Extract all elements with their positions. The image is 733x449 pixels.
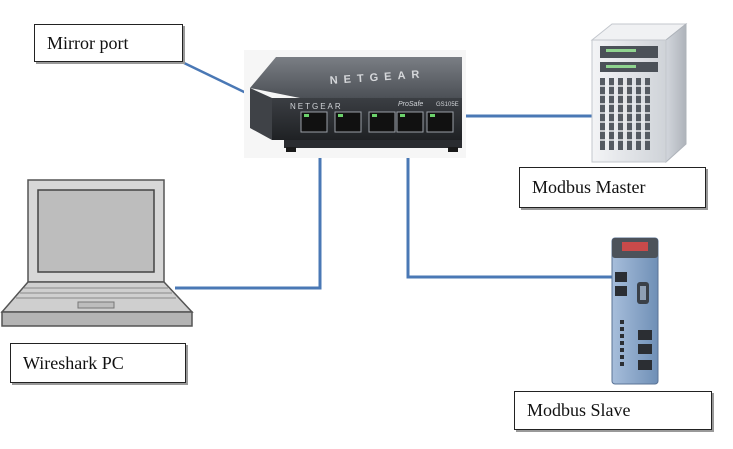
switch-series-text: ProSafe — [398, 101, 423, 108]
cable-to-modbus-slave — [406, 127, 613, 279]
switch-face-brand-text: NETGEAR — [290, 102, 343, 111]
modbus-slave-label: Modbus Slave — [514, 391, 712, 430]
switch-model-text: GS105E — [436, 102, 459, 108]
modbus-master-label: Modbus Master — [519, 167, 706, 208]
plc-device-icon — [611, 237, 659, 385]
server-icon — [590, 22, 688, 164]
network-switch-icon: NETGEAR NETGEAR ProSafe GS105E — [244, 50, 466, 158]
laptop-icon — [0, 179, 194, 327]
mirror-port-label: Mirror port — [34, 24, 183, 62]
switch-ports — [300, 111, 454, 133]
cable-to-wireshark-pc — [175, 127, 322, 290]
wireshark-pc-label: Wireshark PC — [10, 343, 186, 383]
